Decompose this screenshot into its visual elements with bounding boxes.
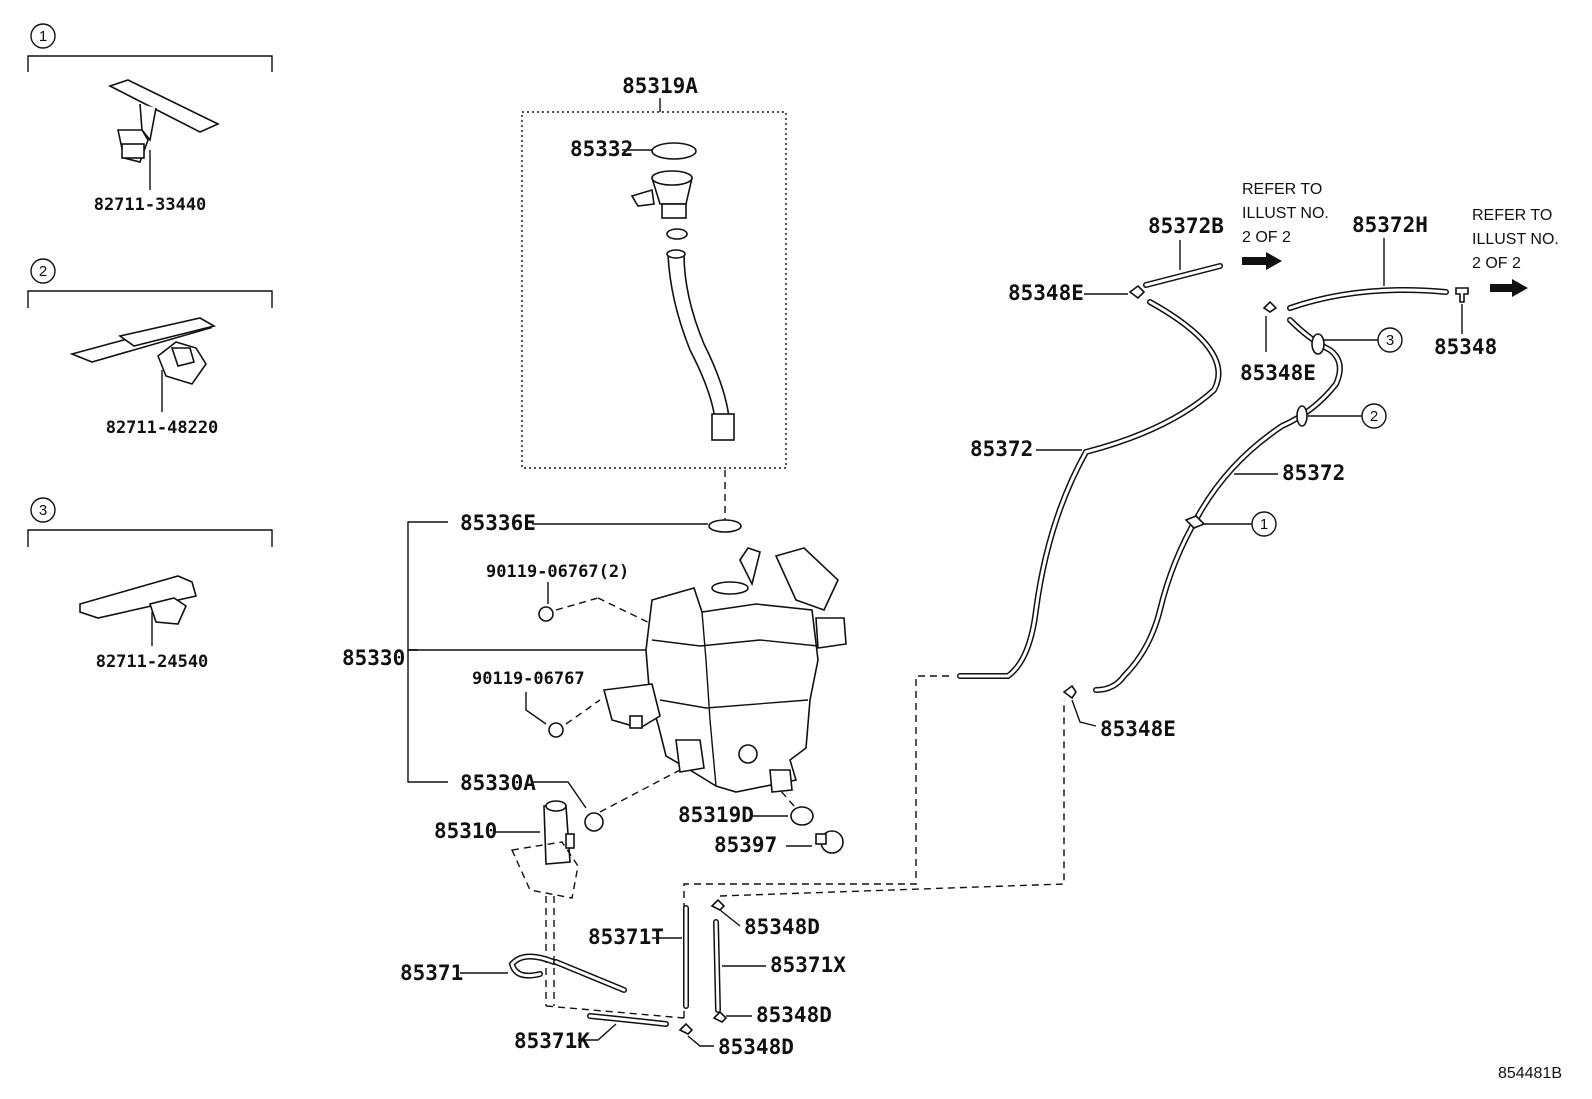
label-85348D-1: 85348D [744,915,820,939]
label-85371K: 85371K [514,1029,590,1053]
clip-index-1: 1 [39,28,47,45]
illustration-id: 854481B [1498,1065,1562,1082]
clip-legend-3: 3 82711-24540 [27,497,273,672]
bolt-icon-2 [548,722,564,738]
label-85332: 85332 [570,137,633,161]
callout-2: 2 [1370,408,1378,425]
label-85319D: 85319D [678,803,754,827]
clip-icon-2 [69,317,217,385]
joint-85348D-3-icon [678,1022,694,1035]
clip-legend-1: 1 82711-33440 [27,23,273,215]
lower-hoses: 85371 85371K 85371T 85371X 85348D 85348D… [400,675,1065,1059]
arrow-right-icon-2 [1490,279,1528,297]
label-85310: 85310 [434,819,497,843]
washer-pump-icon [543,800,575,865]
level-switch-icon [815,830,844,854]
tank-group: 85330 85336E 90119-06767(2) 90119-06767 [342,511,847,899]
pump-grommet-icon [584,812,604,832]
label-85348E-1: 85348E [1008,281,1084,305]
label-85372-2: 85372 [1282,461,1345,485]
refer-note-2: REFER TO ILLUST NO. 2 OF 2 [1472,207,1559,297]
callout-1: 1 [1260,516,1268,533]
right-hoses: 85372B REFER TO ILLUST NO. 2 OF 2 85348E… [957,181,1559,741]
label-90119-06767: 90119-06767 [472,669,585,689]
label-85348E-3: 85348E [1100,717,1176,741]
label-85372B: 85372B [1148,214,1224,238]
joint-85348-icon [1455,287,1469,303]
filler-pipe-icon [667,253,731,433]
label-90119-06767-2: 90119-06767(2) [486,562,629,582]
label-85348D-2: 85348D [756,1003,832,1027]
joint-85348D-2-icon [712,1010,728,1023]
joint-85348E-3-icon [1062,684,1077,700]
label-85330A: 85330A [460,771,536,795]
callout-3: 3 [1386,332,1394,349]
clamp-icon-3 [1311,333,1325,355]
joint-85348D-1-icon [710,898,726,911]
label-85372H: 85372H [1352,213,1428,237]
refer-note-2-line2: ILLUST NO. [1472,231,1559,248]
washer-tank-icon [602,547,847,793]
cap-icon [651,142,697,160]
joint-85348E-2-icon [1262,300,1278,313]
joint-85348E-1-icon [1128,284,1146,300]
label-85319A: 85319A [622,74,698,98]
refer-note-2-line3: 2 OF 2 [1472,255,1521,272]
clip-index-3: 3 [39,502,47,519]
label-85336E: 85336E [460,511,536,535]
clip-legend-2: 2 82711-48220 [27,258,273,438]
clamp-icon-2 [1296,405,1308,427]
clip-icon-1 [107,79,220,163]
clip-part-2: 82711-48220 [106,418,219,438]
o-ring-icon [666,228,688,240]
label-85371T: 85371T [588,925,664,949]
grommet-icon [708,519,742,533]
clamp-icon-1 [1184,515,1206,529]
label-85330: 85330 [342,646,405,670]
refer-note-1-line1: REFER TO [1242,181,1322,198]
refer-note-1: REFER TO ILLUST NO. 2 OF 2 [1242,181,1329,270]
gasket-icon [790,806,814,826]
arrow-right-icon [1242,252,1282,270]
inlet-assembly-box: 85319A 85332 [521,74,787,469]
refer-note-1-line3: 2 OF 2 [1242,229,1291,246]
label-85348D-3: 85348D [718,1035,794,1059]
bolt-icon-1 [538,606,554,622]
label-85348: 85348 [1434,335,1497,359]
label-85371X: 85371X [770,953,846,977]
label-85397: 85397 [714,833,777,857]
refer-note-2-line1: REFER TO [1472,207,1552,224]
label-85348E-2: 85348E [1240,361,1316,385]
label-85372-1: 85372 [970,437,1033,461]
clip-part-3: 82711-24540 [96,652,209,672]
label-85371: 85371 [400,961,463,985]
clip-index-2: 2 [39,263,47,280]
hose-85372-left [957,299,1222,679]
clip-part-1: 82711-33440 [94,195,207,215]
clip-icon-3 [79,575,198,625]
refer-note-1-line2: ILLUST NO. [1242,205,1329,222]
